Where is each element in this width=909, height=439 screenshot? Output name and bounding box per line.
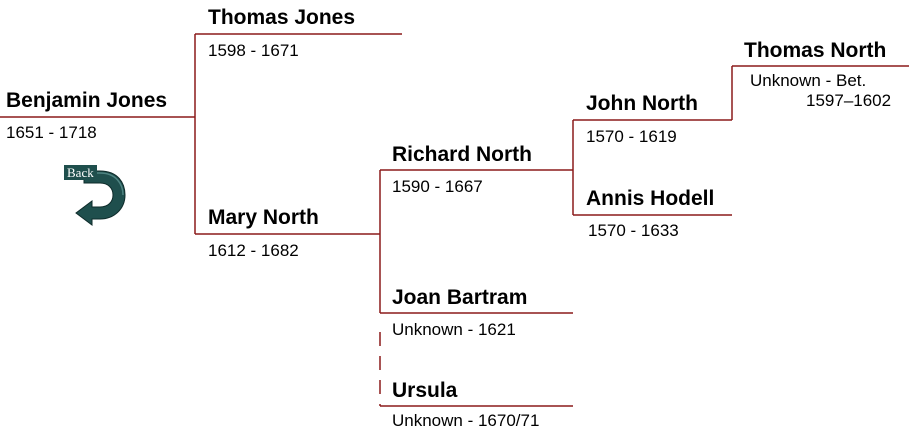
person-dates-thomas-north-line2: 1597–1602: [806, 91, 892, 110]
person-name-ursula[interactable]: Ursula: [392, 379, 458, 402]
person-name-john-north[interactable]: John North: [586, 92, 698, 115]
back-button[interactable]: Back: [62, 163, 128, 229]
person-dates-thomas-jones: 1598 - 1671: [208, 41, 299, 60]
person-name-thomas-north[interactable]: Thomas North: [744, 39, 887, 62]
person-name-mary-north[interactable]: Mary North: [208, 206, 319, 229]
person-dates-joan-bartram: Unknown - 1621: [392, 320, 516, 339]
back-button-label: Back: [64, 165, 97, 180]
person-name-richard-north[interactable]: Richard North: [392, 143, 533, 166]
person-dates-thomas-north-line1: Unknown - Bet.: [750, 71, 867, 90]
person-dates-mary-north: 1612 - 1682: [208, 241, 299, 260]
person-name-joan-bartram[interactable]: Joan Bartram: [392, 286, 528, 309]
person-name-benjamin-jones[interactable]: Benjamin Jones: [6, 89, 168, 112]
person-dates-ursula: Unknown - 1670/71: [392, 411, 540, 430]
person-dates-john-north: 1570 - 1619: [586, 127, 677, 146]
person-name-annis-hodell[interactable]: Annis Hodell: [586, 187, 715, 210]
person-dates-richard-north: 1590 - 1667: [392, 177, 483, 196]
back-arrow-icon: [75, 170, 126, 226]
person-dates-benjamin-jones: 1651 - 1718: [6, 123, 97, 142]
person-dates-annis-hodell: 1570 - 1633: [588, 221, 679, 240]
person-name-thomas-jones[interactable]: Thomas Jones: [208, 6, 356, 29]
